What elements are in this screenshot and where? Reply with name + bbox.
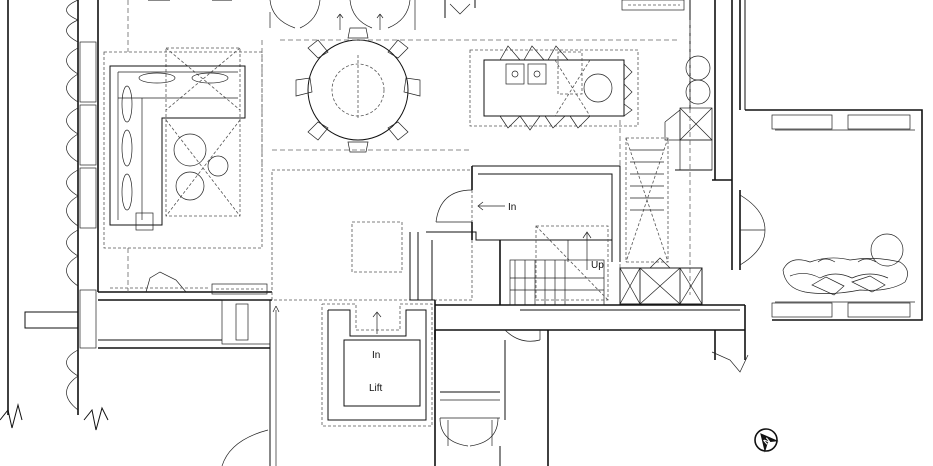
pantry-block	[619, 20, 691, 295]
kitchen-island	[469, 45, 639, 131]
lift-entry-label: In	[372, 350, 380, 361]
lounge-area	[103, 47, 263, 249]
central-corridor	[434, 300, 749, 373]
dining-chairs	[295, 27, 421, 153]
island-stools	[499, 45, 633, 131]
svg-text:N: N	[762, 436, 772, 447]
stair-up-label: Up	[591, 260, 604, 271]
terrace-lounge-sofa	[782, 233, 908, 296]
room-entry-label: In	[508, 202, 516, 213]
north-arrow-icon: N	[754, 428, 779, 453]
south-west-rooms	[98, 271, 280, 466]
dining-table	[295, 27, 421, 153]
utility-cabinets	[619, 257, 703, 305]
north-east-walls	[664, 0, 746, 190]
dashed-guides	[127, 0, 680, 292]
north-doors	[148, 0, 685, 30]
south-entry	[434, 330, 549, 466]
east-terrace	[745, 109, 923, 321]
central-hall	[271, 165, 621, 306]
lift-shaft	[321, 303, 433, 427]
west-wall-windows	[66, 0, 97, 411]
lift-label: Lift	[369, 383, 383, 394]
west-exterior-wall	[0, 0, 109, 431]
east-doors	[731, 190, 766, 270]
